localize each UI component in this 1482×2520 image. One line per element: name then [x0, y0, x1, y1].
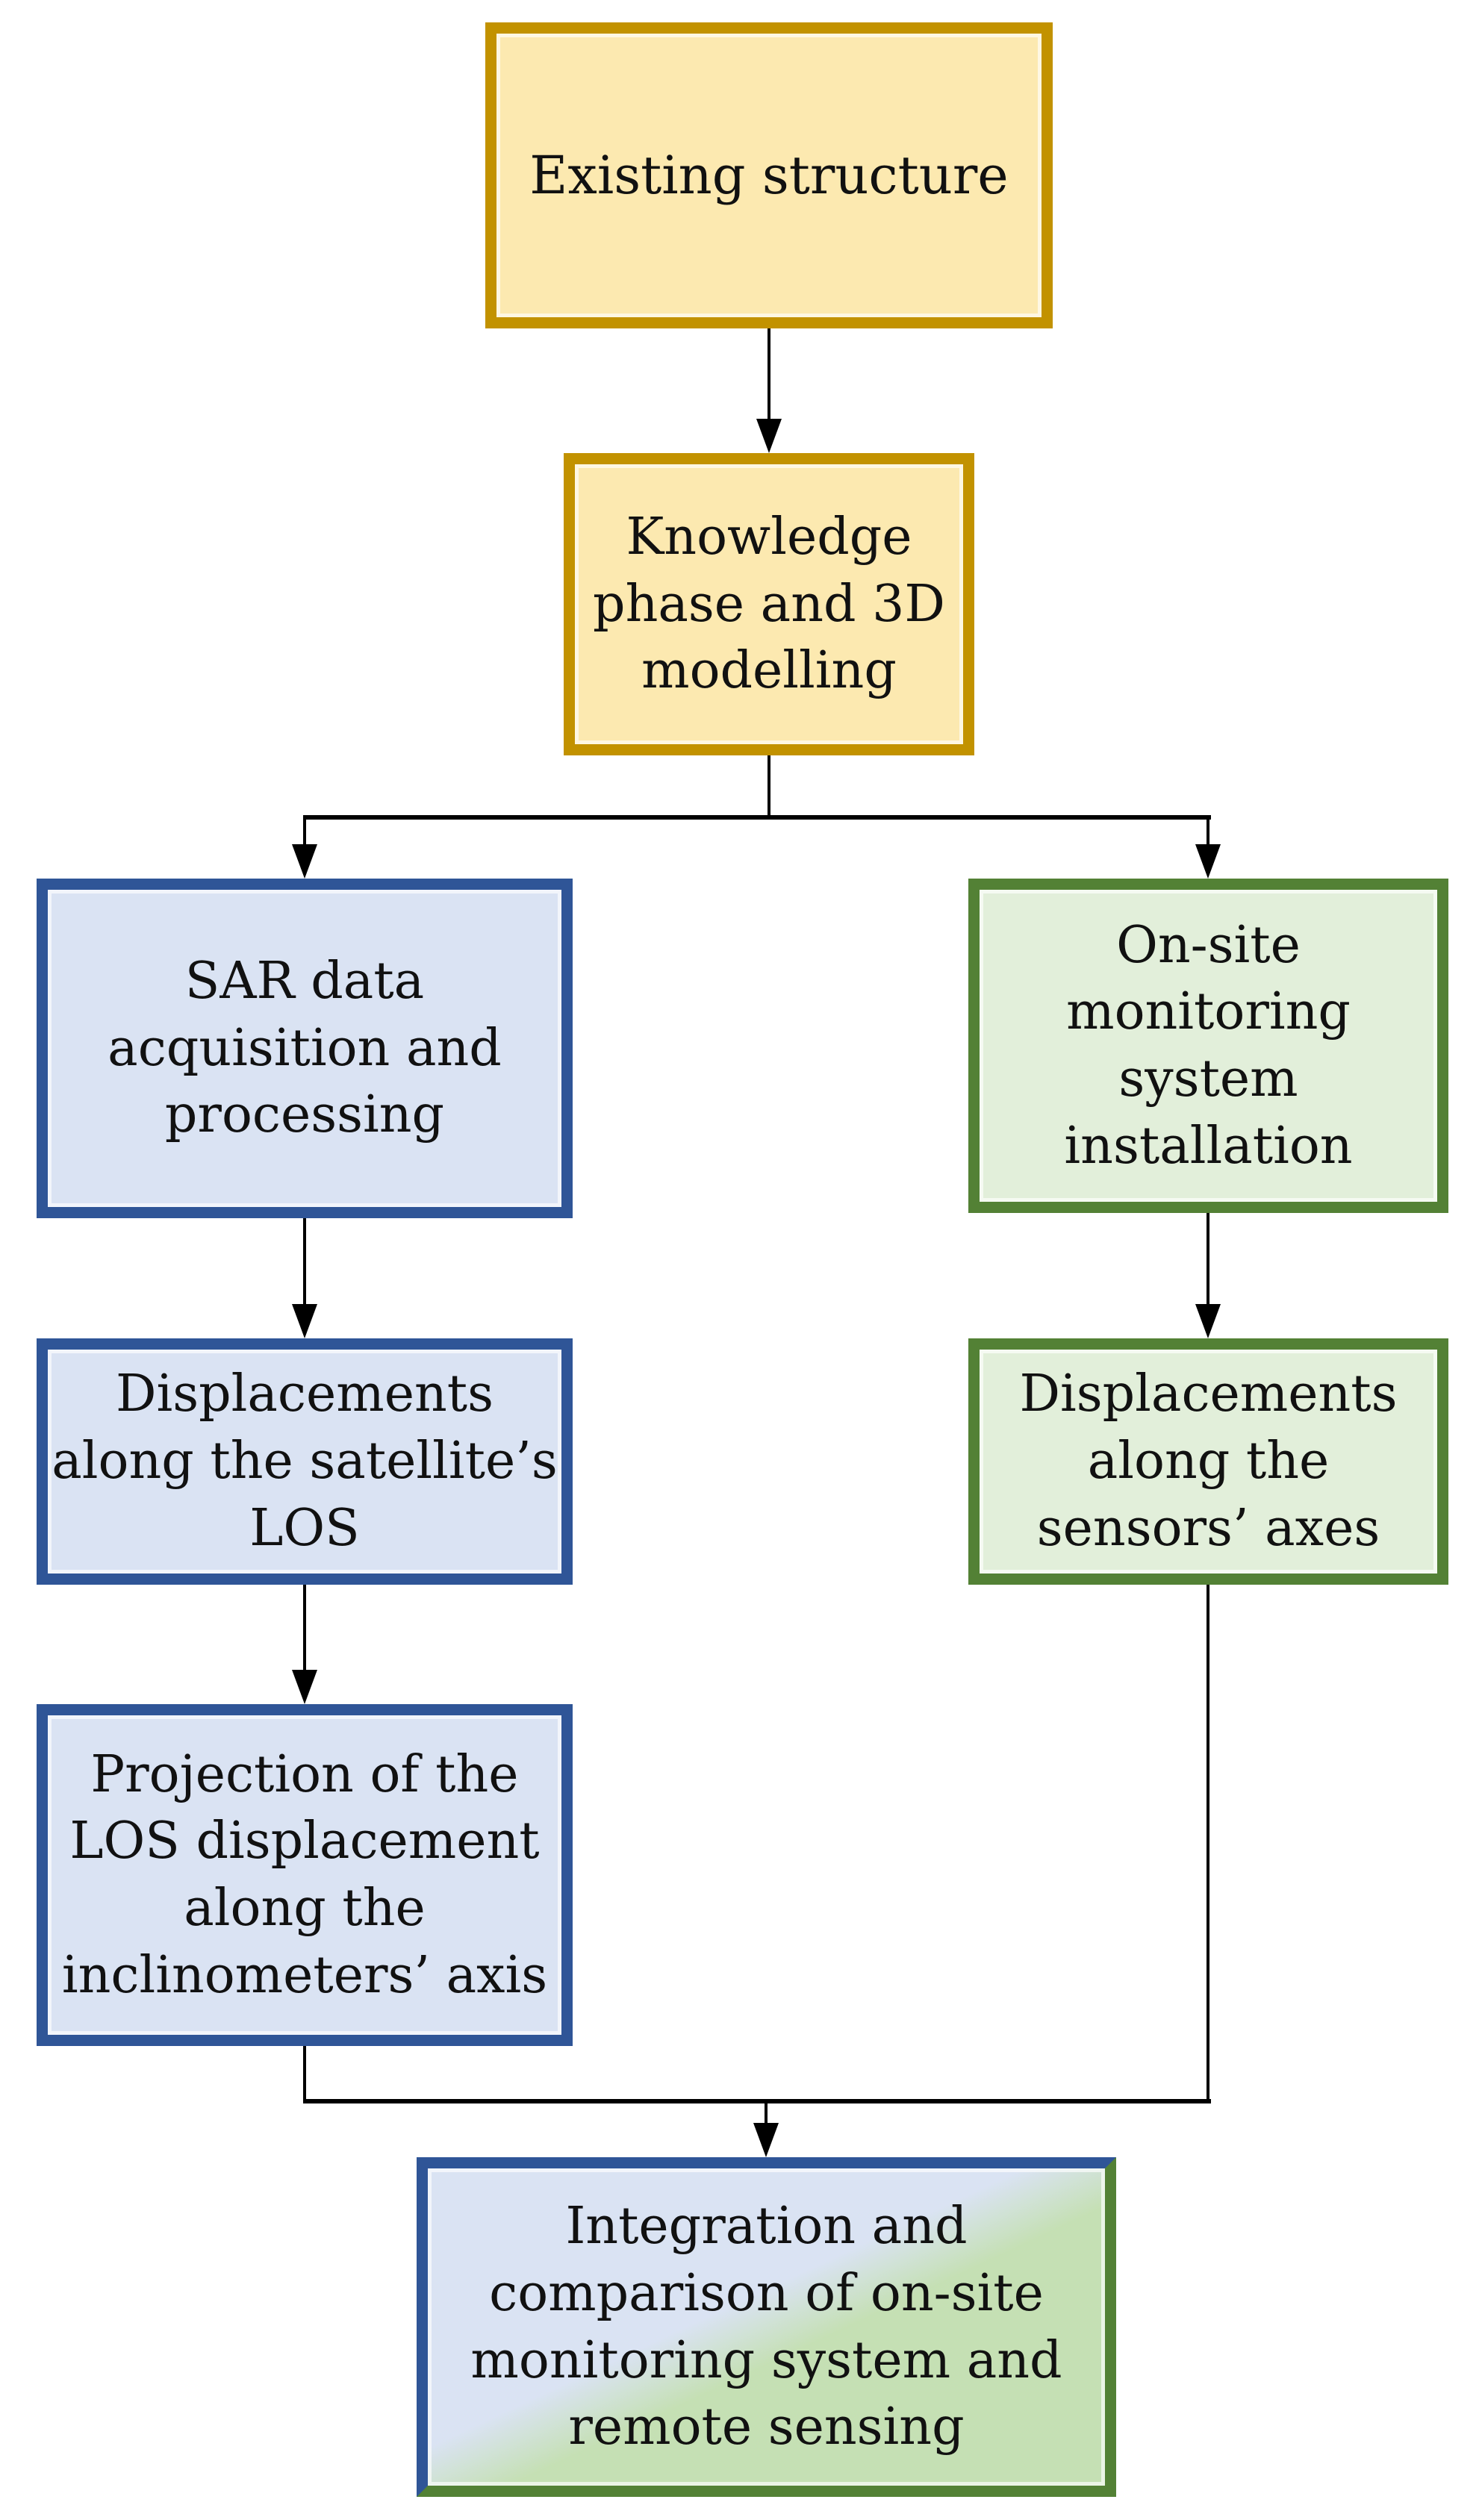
arrowhead-split-to-onsite-icon: [1195, 844, 1221, 879]
node-existing-structure: Existing structure: [485, 22, 1053, 328]
node-knowledge-phase-label: Knowledge phase and 3D modelling: [593, 507, 945, 701]
connector-sensors-to-merge: [1207, 1585, 1209, 2103]
arrowhead-los-to-projection-icon: [292, 1670, 317, 1704]
connector-split-bar: [303, 815, 1211, 820]
connector-onsite-to-sensors: [1207, 1213, 1209, 1306]
arrowhead-merge-to-integration-icon: [753, 2123, 779, 2157]
connector-merge-to-integration: [765, 2103, 768, 2126]
connector-sar-to-los: [303, 1218, 306, 1306]
connector-split-to-sar: [303, 818, 306, 846]
connector-projection-to-merge: [303, 2046, 306, 2103]
connector-existing-to-knowledge: [768, 328, 770, 422]
arrowhead-split-to-sar-icon: [292, 844, 317, 879]
connector-split-to-onsite: [1207, 818, 1209, 846]
connector-los-to-projection: [303, 1585, 306, 1672]
node-projection-los-label: Projection of the LOS displacement along…: [61, 1744, 548, 2005]
node-displacements-los: Displacements along the satellite’s LOS: [37, 1338, 573, 1585]
node-integration: Integration and comparison of on-site mo…: [417, 2157, 1116, 2497]
node-sar-acquisition: SAR data acquisition and processing: [37, 879, 573, 1218]
node-integration-label: Integration and comparison of on-site mo…: [470, 2197, 1062, 2457]
node-onsite-installation: On-site monitoring system installation: [968, 879, 1448, 1213]
arrowhead-sar-to-los-icon: [292, 1304, 317, 1338]
node-sar-acquisition-label: SAR data acquisition and processing: [108, 951, 502, 1145]
node-displacements-sensors-label: Displacements along the sensors’ axes: [1019, 1365, 1398, 1558]
node-displacements-los-label: Displacements along the satellite’s LOS: [52, 1365, 558, 1558]
arrowhead-existing-to-knowledge-icon: [756, 419, 782, 453]
node-existing-structure-label: Existing structure: [529, 144, 1009, 206]
arrowhead-onsite-to-sensors-icon: [1195, 1304, 1221, 1338]
node-knowledge-phase: Knowledge phase and 3D modelling: [564, 453, 974, 755]
node-projection-los: Projection of the LOS displacement along…: [37, 1704, 573, 2046]
connector-merge-bar: [303, 2099, 1211, 2103]
connector-knowledge-stem: [768, 755, 770, 818]
node-displacements-sensors: Displacements along the sensors’ axes: [968, 1338, 1448, 1585]
node-onsite-installation-label: On-site monitoring system installation: [1064, 915, 1353, 1176]
